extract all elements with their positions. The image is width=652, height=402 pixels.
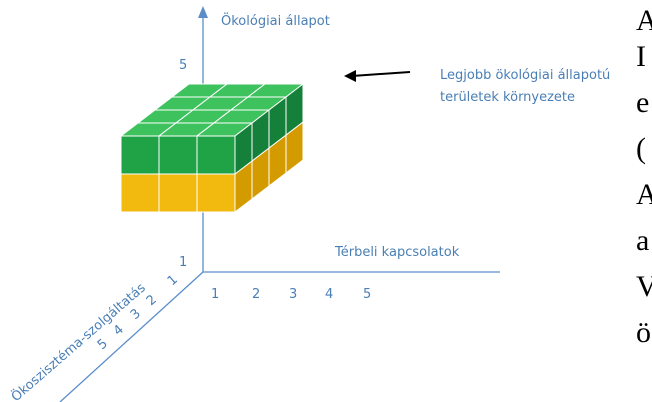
x-tick-1: 1 — [211, 287, 219, 302]
annotation-line-1: Legjobb ökológiai állapotú — [440, 68, 610, 83]
x-tick-2: 2 — [252, 287, 260, 302]
side-letter-3: e — [636, 86, 650, 119]
z-tick-2: 2 — [144, 292, 160, 309]
y-axis-label: Ökológiai állapot — [221, 12, 330, 29]
x-axis-label: Térbeli kapcsolatok — [334, 245, 460, 260]
cube-green-23 — [195, 121, 254, 176]
side-letter-4: ( — [636, 132, 646, 165]
side-letter-6: a — [636, 224, 650, 257]
y-axis-arrow — [198, 6, 208, 18]
side-letter-5: A — [636, 178, 652, 211]
annotation-arrow-line — [351, 71, 411, 77]
z-tick-1: 1 — [165, 272, 181, 289]
x-tick-5: 5 — [363, 287, 371, 302]
z-axis — [59, 271, 204, 402]
x-tick-4: 4 — [325, 287, 333, 302]
z-tick-4: 4 — [111, 322, 127, 339]
annotation-arrow-head — [344, 70, 356, 82]
y-tick-1: 1 — [179, 255, 187, 270]
x-tick-3: 3 — [289, 287, 297, 302]
side-letter-2: I — [636, 40, 646, 73]
side-letter-8: ö — [636, 316, 651, 349]
annotation-line-2: területek környezete — [440, 90, 575, 105]
z-tick-3: 3 — [128, 306, 144, 323]
y-tick-5: 5 — [179, 58, 187, 73]
z-tick-5: 5 — [95, 336, 111, 353]
side-letter-1: A — [636, 4, 652, 37]
side-letter-7: V — [636, 270, 652, 303]
cube-stack — [119, 82, 305, 214]
